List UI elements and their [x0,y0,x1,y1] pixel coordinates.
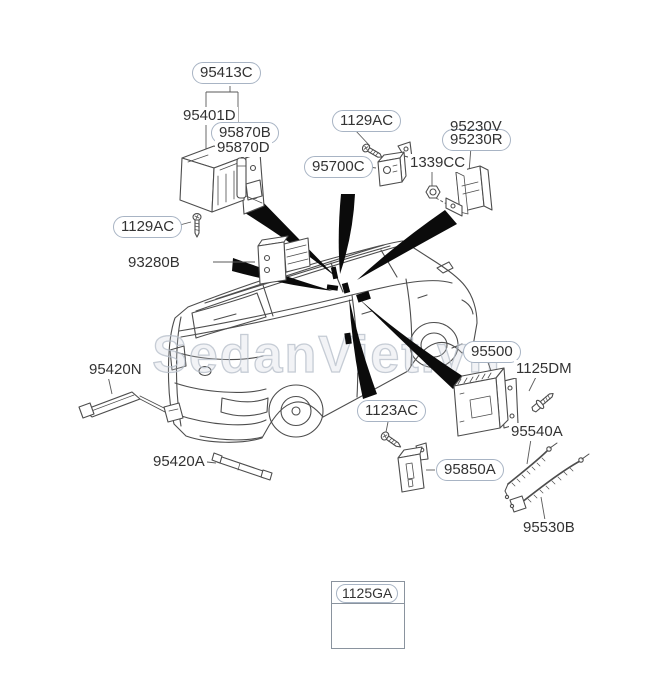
locator-arrows [232,194,464,399]
part-label-95420a: 95420A [151,453,207,471]
part-label-95401d: 95401D [181,107,238,125]
part-label-95850a: 95850A [436,459,504,481]
part-label-1339cc: 1339CC [408,154,468,172]
screw-icon [192,213,202,238]
antenna-95420n-drawing [78,391,184,423]
arrow-to-95500 [356,296,464,389]
relay-95230-drawing [445,165,493,217]
part-label-95540a: 95540A [509,423,565,441]
in-car-connector-marks [326,266,371,345]
arrow-to-95700c [338,194,355,274]
nut-icon [425,185,441,199]
part-label-1125dm: 1125DM [514,360,574,378]
part-label-95413c: 95413C [192,62,261,84]
part-label-95420n: 95420N [87,361,144,379]
antenna-95420a-drawing [211,452,273,481]
part-label-95500: 95500 [463,341,521,363]
part-label-95870d: 95870D [215,139,272,157]
switch-93280b-drawing [257,235,311,285]
screw-icon [361,143,383,158]
part-label-95870b: 95870B [211,122,279,144]
arrow-to-1123ac [349,298,377,399]
relay-95700c-drawing [377,141,413,187]
module-95850a-drawing [397,442,429,493]
part-label-95530b: 95530B [521,519,577,537]
part-label-1123ac: 1123AC [357,400,427,422]
arrow-to-95230 [357,210,457,280]
part-label-95230r: 95230R [442,129,511,151]
part-label-95700c: 95700C [304,156,373,178]
part-label-1125ga: 1125GA [336,584,399,603]
part-label-93280b: 93280B [126,254,182,272]
arrow-to-93280b [232,258,333,291]
wire-antenna-95540a-drawing [504,442,558,500]
kit-box-divider [332,603,404,604]
part-label-95230v: 95230V [450,118,502,135]
wire-antenna-95530b-drawing [509,453,590,513]
part-label-1129ac-top: 1129AC [332,110,402,132]
screw-icon [380,431,402,448]
bolt-icon [531,392,554,413]
ecu-95500-drawing [453,367,519,437]
part-label-1129ac-left: 1129AC [113,216,183,238]
antenna-rod-95870-drawing [236,157,263,204]
arrow-to-95401d [245,198,336,277]
